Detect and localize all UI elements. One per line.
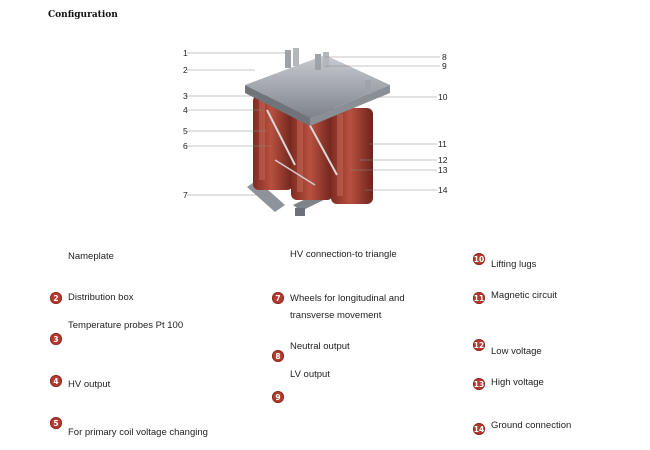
coil-assembly — [253, 95, 373, 204]
list-item-wheels-line1: Wheels for longitudinal and — [290, 293, 405, 304]
number-badge-14: 14 — [473, 423, 485, 435]
leader-lines — [187, 52, 440, 196]
connection-bars — [266, 109, 338, 186]
callout-14: 14 — [438, 185, 448, 195]
list-item-distribution-box: Distribution box — [68, 292, 134, 303]
number-badge-9: 9 — [272, 391, 284, 403]
list-item-hv-connection: HV connection-to triangle — [290, 249, 397, 260]
callout-13: 13 — [438, 165, 448, 175]
callout-6: 6 — [183, 141, 188, 151]
number-badge-11: 11 — [473, 292, 485, 304]
number-badge-13: 13 — [473, 378, 485, 390]
callout-7: 7 — [183, 190, 188, 200]
list-item-high-voltage: High voltage — [491, 377, 544, 388]
callout-4: 4 — [183, 105, 188, 115]
callout-12: 12 — [438, 155, 448, 165]
list-item-neutral-output: Neutral output — [290, 341, 350, 352]
callout-numbers: 1 2 3 4 5 6 7 8 9 10 11 12 13 14 — [183, 48, 448, 200]
number-badge-10: 10 — [473, 253, 485, 265]
callout-3: 3 — [183, 91, 188, 101]
callout-9: 9 — [442, 61, 447, 71]
callout-5: 5 — [183, 126, 188, 136]
top-yoke — [245, 48, 390, 126]
list-item-lifting-lugs: Lifting lugs — [491, 259, 537, 270]
number-badge-3: 3 — [50, 333, 62, 345]
number-badge-8: 8 — [272, 350, 284, 362]
list-item-lv-output: LV output — [290, 369, 330, 380]
callout-1: 1 — [183, 48, 188, 58]
list-item-wheels-line2: transverse movement — [290, 310, 382, 321]
list-item-temperature-probes: Temperature probes Pt 100 — [68, 320, 184, 331]
list-item-hv-output: HV output — [68, 379, 111, 390]
callout-10: 10 — [438, 92, 448, 102]
list-item-low-voltage: Low voltage — [491, 346, 542, 357]
number-badge-7: 7 — [272, 292, 284, 304]
number-badge-5: 5 — [50, 417, 62, 429]
number-badge-12: 12 — [473, 339, 485, 351]
number-badge-4: 4 — [50, 375, 62, 387]
callout-2: 2 — [183, 65, 188, 75]
list-item-nameplate: Nameplate — [68, 251, 114, 262]
transformer-figure: 1 2 3 4 5 6 7 8 9 10 11 12 13 14 — [183, 48, 448, 216]
page-heading: Configuration — [48, 10, 118, 20]
list-item-magnetic-circuit: Magnetic circuit — [491, 290, 557, 301]
number-badge-2: 2 — [50, 292, 62, 304]
list-item-ground-connection: Ground connection — [491, 420, 572, 431]
callout-11: 11 — [438, 139, 447, 149]
callout-8: 8 — [442, 52, 447, 62]
list-item-primary-coil-voltage: For primary coil voltage changing — [68, 427, 208, 438]
